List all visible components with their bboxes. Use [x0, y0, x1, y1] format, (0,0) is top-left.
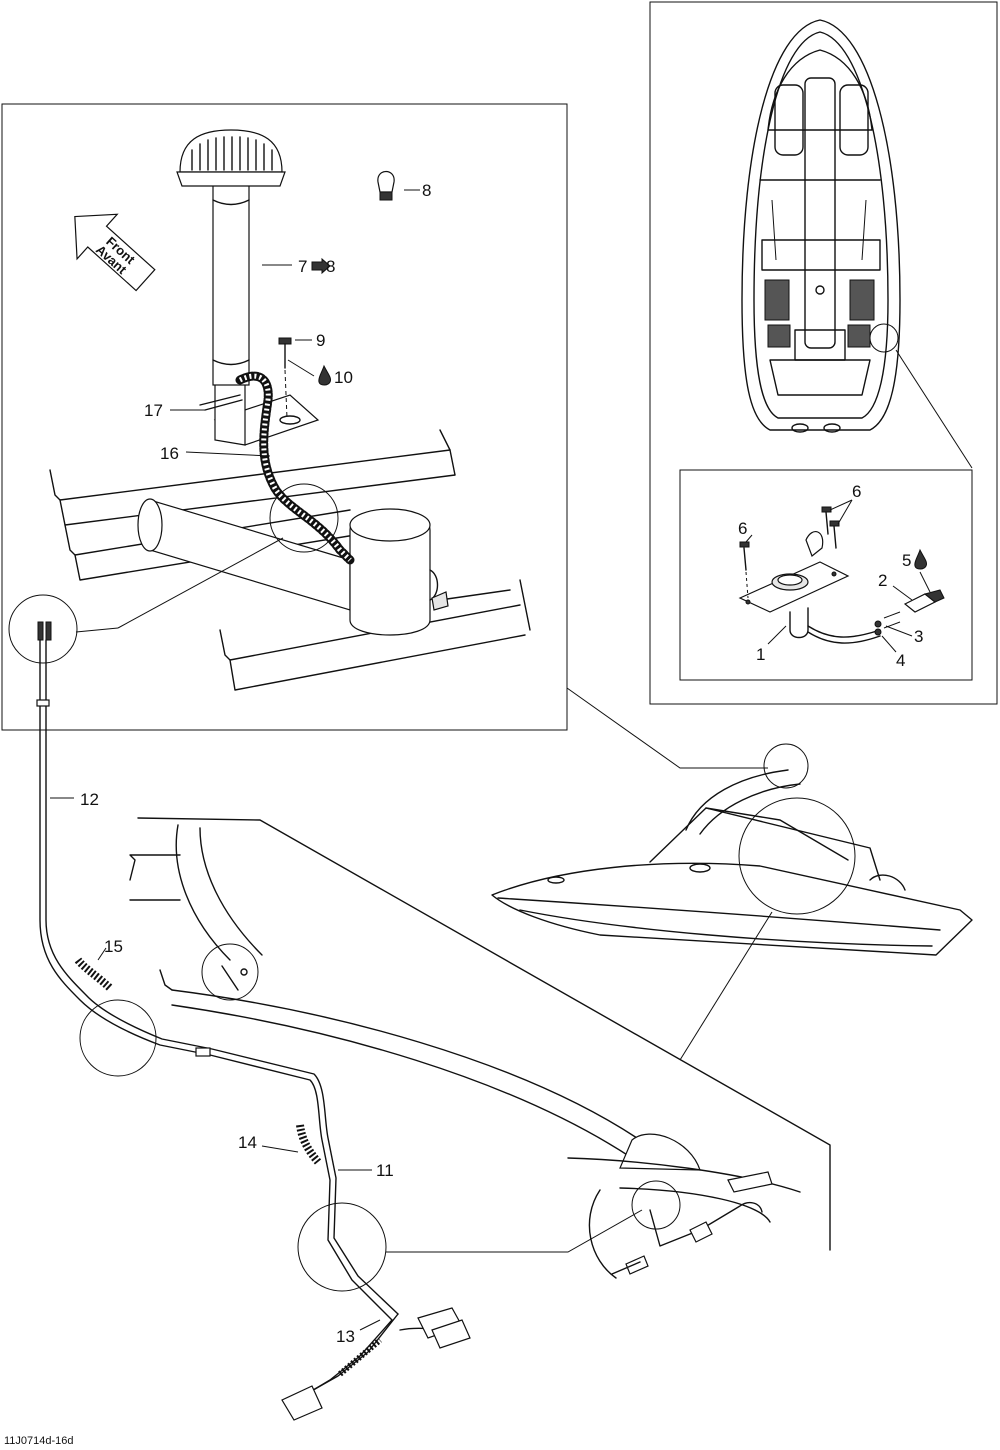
- splice-circle-1: [79, 999, 157, 1077]
- callout-2: 2: [878, 571, 887, 590]
- leader-boat-to-harness: [679, 911, 773, 1061]
- drawing-code: 11J0714d-16d: [4, 1435, 74, 1447]
- leader-main-to-boat: [566, 687, 768, 769]
- boat-side-view: [491, 743, 973, 956]
- connector-detail-circle: [8, 594, 78, 664]
- callout-6a: 6: [738, 519, 747, 538]
- boat-top-view: [741, 19, 901, 433]
- tower-arch: [129, 817, 831, 1251]
- callout-5: 5: [902, 551, 911, 570]
- leader-1: [767, 625, 787, 645]
- callout-8: 8: [422, 181, 431, 200]
- callout-6b: 6: [852, 482, 861, 501]
- wire-harness: [36, 639, 471, 1421]
- leader-14: [261, 1145, 299, 1153]
- callout-13: 13: [336, 1327, 355, 1346]
- top-view-frame: [649, 1, 998, 705]
- splice-circle-2: [297, 1202, 387, 1292]
- leader-15: [97, 947, 107, 961]
- leader-6a: [745, 534, 753, 543]
- callout-15: 15: [104, 937, 123, 956]
- callout-10: 10: [334, 368, 353, 387]
- callout-16: 16: [160, 444, 179, 463]
- callout-1: 1: [756, 645, 765, 664]
- callout-4: 4: [896, 651, 905, 670]
- leader-16: [185, 451, 271, 457]
- leader-10: [287, 359, 315, 377]
- leader-4: [881, 635, 897, 653]
- callout-17: 17: [144, 401, 163, 420]
- leader-2: [892, 585, 913, 601]
- bulb-icon: [377, 170, 395, 201]
- leader-topview-detail: [895, 349, 973, 469]
- adhesive-drop-icon: [318, 364, 331, 386]
- connector-install-detail: [567, 1157, 801, 1279]
- leader-6b-2: [837, 499, 853, 525]
- drop-icon: [914, 548, 927, 570]
- stern-light-detail: [738, 506, 945, 644]
- arrow-right-icon: [311, 257, 331, 275]
- leader-splice-to-detail: [386, 1209, 643, 1253]
- front-direction-arrow: Front Avant: [74, 213, 156, 292]
- leader-3: [885, 625, 913, 637]
- callout-12: 12: [80, 790, 99, 809]
- leader-13: [359, 1319, 381, 1331]
- leader-5: [919, 571, 931, 593]
- main-detail-frame: [1, 103, 568, 731]
- callout-14: 14: [238, 1133, 257, 1152]
- callout-7: 7: [298, 257, 307, 276]
- callout-11: 11: [376, 1161, 394, 1180]
- light-pole-assembly: [49, 129, 531, 691]
- callout-9: 9: [316, 331, 325, 350]
- leader-6b-1: [829, 499, 853, 511]
- callout-3: 3: [914, 627, 923, 646]
- callout-7-ref: 8: [326, 257, 335, 276]
- light-detail-frame: [679, 469, 973, 681]
